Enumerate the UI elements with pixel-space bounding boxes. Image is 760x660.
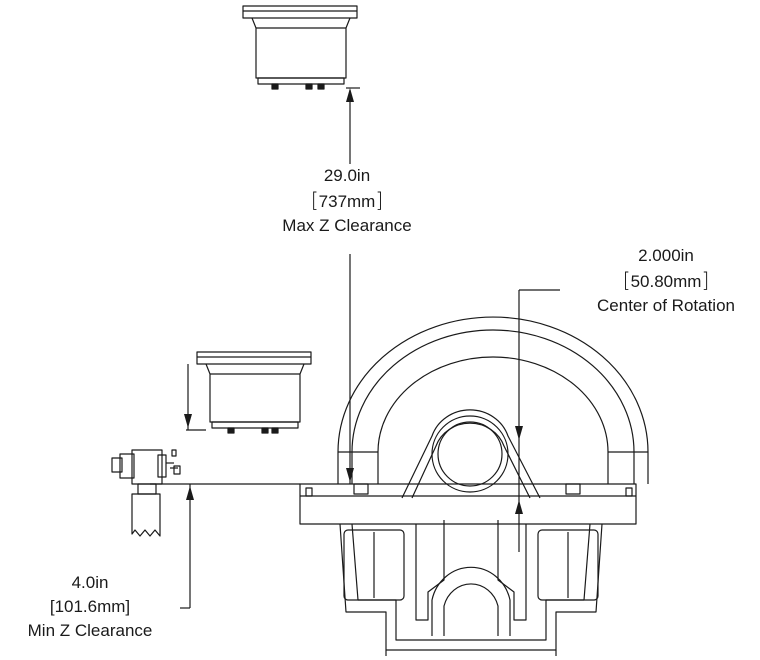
min-z-caption: Min Z Clearance [27,621,153,640]
center-of-rotation-label: 2.000in [50.80mm] Center of Rotation [566,244,760,318]
spindle-head-max-z [242,5,358,90]
max-z-inches: 29.0in [323,166,371,185]
max-z-bracket-open: [ [310,188,319,212]
dimension-max-z [346,87,360,484]
cor-mm: [50.80mm] [566,268,760,294]
cor-bracket-close: ] [701,268,710,292]
max-z-caption: Max Z Clearance [282,216,412,235]
max-z-clearance-label: 29.0in [737mm] Max Z Clearance [253,164,441,238]
probe-assembly [111,449,181,537]
rotary-trunnion-stage [299,316,649,656]
dimension-center-of-rotation [515,289,560,552]
min-z-clearance-label: 4.0in [101.6mm] Min Z Clearance [0,571,180,643]
cor-caption: Center of Rotation [597,296,735,315]
cor-bracket-open: [ [622,268,631,292]
cor-inches: 2.000in [638,246,694,265]
spindle-head-min-z [196,351,312,434]
min-z-inches: 4.0in [71,573,109,592]
max-z-mm-value: 737mm [318,192,376,211]
dimension-min-z [150,364,300,609]
max-z-mm: [737mm] [253,188,441,214]
max-z-bracket-close: ] [375,188,384,212]
cor-mm-value: 50.80mm [630,272,702,291]
min-z-mm: [101.6mm] [49,597,131,616]
